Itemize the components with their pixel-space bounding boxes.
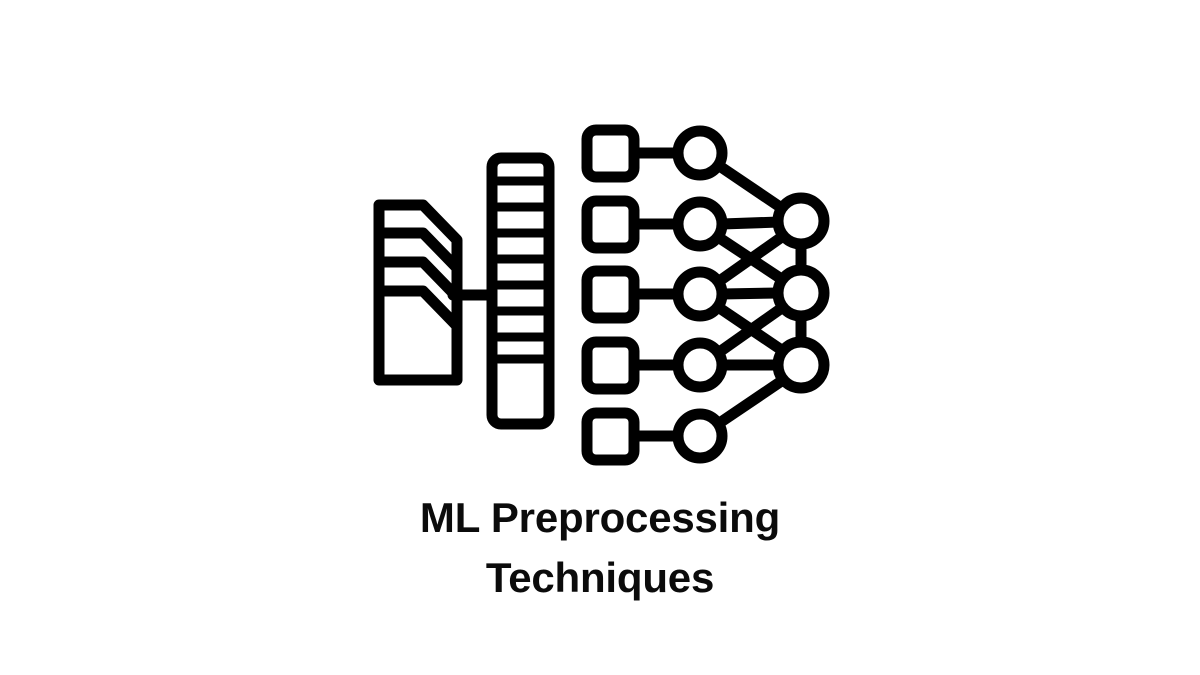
- document-body: [373, 285, 463, 386]
- input-node-4: [581, 336, 640, 395]
- output-node-2: [772, 264, 830, 322]
- edge-hidden1-output0: [716, 216, 785, 230]
- hidden-node-2: [672, 196, 728, 252]
- hidden-node-3: [672, 266, 728, 322]
- input-node-1: [581, 124, 640, 183]
- neural-network-icon: [581, 124, 830, 466]
- input-node-2: [581, 195, 640, 254]
- edge-hidden0-output0: [712, 159, 792, 217]
- caption-line-2: Techniques: [485, 554, 715, 601]
- network-input-layer: [581, 124, 640, 466]
- edge-hidden2-output0: [712, 228, 792, 288]
- caption: ML Preprocessing Techniques: [0, 488, 1200, 608]
- edge-hidden3-output1: [712, 299, 792, 359]
- output-node-1: [772, 192, 830, 250]
- document-stack-icon: [373, 199, 463, 386]
- network-edges-input-hidden: [628, 147, 685, 442]
- input-node-3: [581, 265, 640, 324]
- icon-group: [373, 124, 830, 466]
- network-hidden-layer: [672, 125, 728, 464]
- caption-line-1: ML Preprocessing: [419, 494, 781, 541]
- edge-hidden4-output2: [712, 372, 792, 430]
- document-sheet-fold-2: [373, 256, 463, 303]
- edge-hidden2-output1: [716, 287, 785, 300]
- ml-preprocessing-illustration: [373, 124, 830, 466]
- document-sheet-fold-1: [373, 227, 463, 274]
- feature-bars-container: [486, 152, 555, 430]
- hidden-node-1: [672, 125, 728, 181]
- feature-bars-icon: [486, 152, 555, 430]
- input-node-5: [581, 407, 640, 466]
- illustration-svg: [373, 124, 830, 466]
- network-edges-hidden-output: [712, 159, 792, 430]
- output-node-3: [772, 336, 830, 394]
- hidden-node-5: [672, 408, 728, 464]
- network-output-layer: [772, 192, 830, 394]
- hidden-node-4: [672, 337, 728, 393]
